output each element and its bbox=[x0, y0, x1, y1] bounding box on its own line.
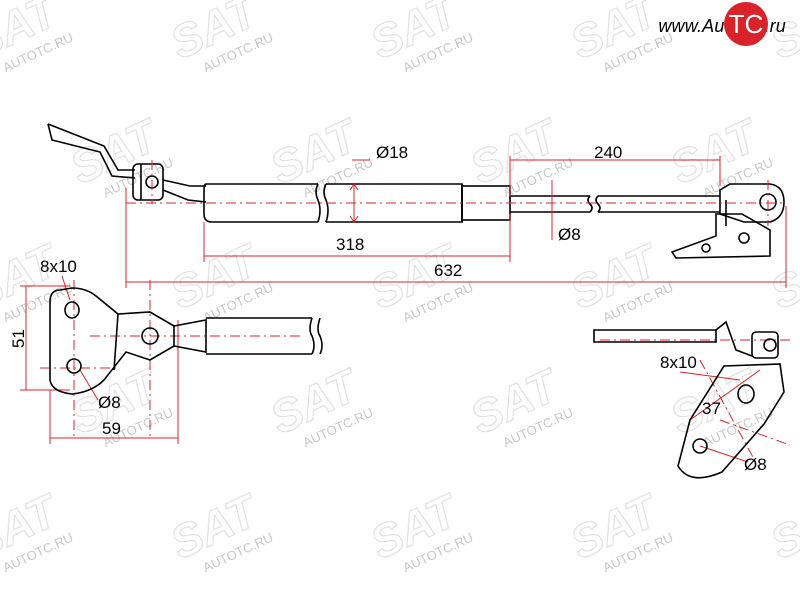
right-bracket-detail bbox=[593, 320, 785, 479]
bracket-width-label: 59 bbox=[102, 419, 121, 438]
body-length-label: 318 bbox=[336, 235, 364, 254]
hole-spacing-right-label: 37 bbox=[702, 399, 721, 418]
left-bracket-detail bbox=[49, 287, 323, 395]
rod-diameter-label: Ø8 bbox=[558, 225, 581, 244]
dimension-labels: Ø18 240 Ø8 318 632 8x10 51 Ø8 59 8x10 37… bbox=[9, 143, 767, 474]
bracket-slot-left-label: 8x10 bbox=[40, 257, 77, 276]
logo-suffix: .ru bbox=[764, 16, 786, 36]
logo-text: www.AutoTC.ru bbox=[658, 16, 786, 37]
total-length-label: 632 bbox=[434, 261, 462, 280]
watermark-brand: SAT bbox=[762, 483, 800, 569]
dimension-lines bbox=[20, 156, 787, 463]
gas-strut-main bbox=[47, 123, 785, 259]
bracket-hole-right-label: Ø8 bbox=[744, 455, 767, 474]
bracket-slot-right-label: 8x10 bbox=[660, 353, 697, 372]
bracket-hole-left-label: Ø8 bbox=[98, 393, 121, 412]
watermark-brand: SAT bbox=[762, 233, 800, 319]
logo-badge: TC bbox=[724, 2, 768, 46]
tube-diameter-label: Ø18 bbox=[376, 143, 408, 162]
bracket-height-label: 51 bbox=[9, 329, 28, 348]
logo-prefix: www.Auto bbox=[658, 16, 740, 36]
rod-length-label: 240 bbox=[594, 143, 622, 162]
